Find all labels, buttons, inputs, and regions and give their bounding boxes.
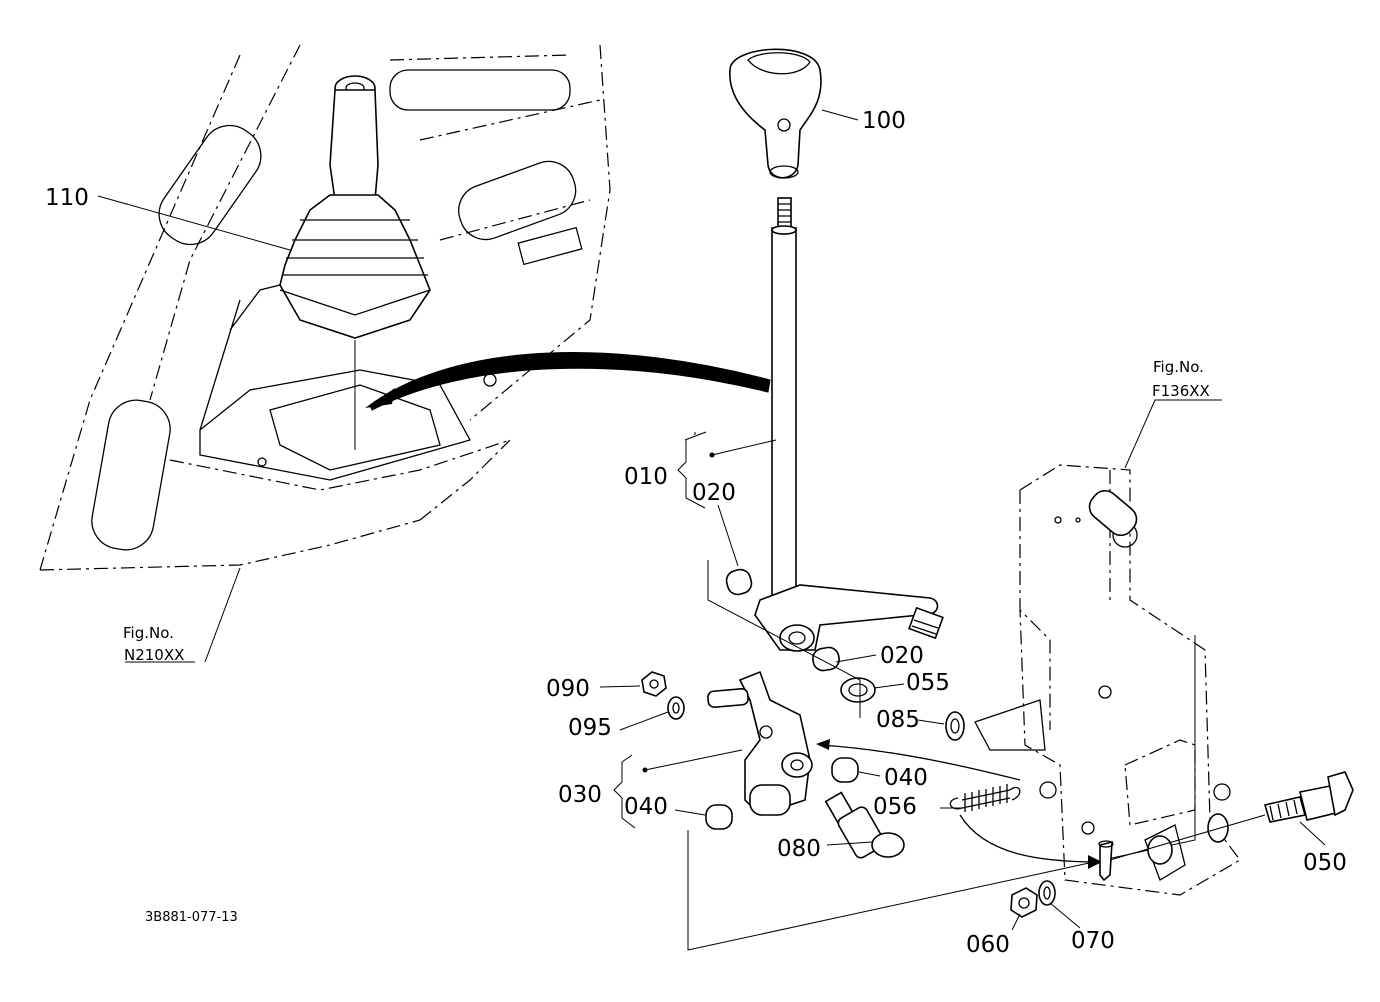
bushing-040-left — [705, 804, 733, 830]
fig-ref-label-n210: Fig.No. — [123, 624, 174, 642]
label-030: 030 — [558, 782, 602, 808]
fig-ref-value-f136: F136XX — [1152, 382, 1210, 400]
pin-080 — [824, 791, 905, 859]
bolt-050 — [1109, 771, 1354, 861]
leader-lines — [97, 109, 1326, 931]
label-095: 095 — [568, 715, 612, 741]
bushing-040-right — [831, 757, 859, 783]
label-020-upper: 020 — [692, 480, 736, 506]
washer-070 — [1038, 880, 1056, 906]
bushing-020-upper — [725, 568, 753, 596]
washer-055 — [840, 677, 876, 703]
bracket-frame — [974, 464, 1241, 896]
spring-056 — [949, 784, 1021, 812]
lever-boot-assembly — [279, 75, 431, 339]
label-060: 060 — [966, 932, 1010, 958]
label-110: 110 — [45, 185, 89, 211]
label-040-left: 040 — [624, 794, 668, 820]
label-050: 050 — [1303, 850, 1347, 876]
label-070: 070 — [1071, 928, 1115, 954]
lever-arm — [754, 584, 944, 652]
assembly-arrow — [369, 352, 771, 411]
label-040-right: 040 — [884, 765, 928, 791]
nut-060 — [1010, 887, 1038, 918]
fig-ref-value-n210: N210XX — [124, 646, 184, 664]
label-100: 100 — [862, 108, 906, 134]
label-090: 090 — [546, 676, 590, 702]
clip-085 — [945, 711, 965, 741]
label-080: 080 — [777, 836, 821, 862]
shift-knob — [729, 48, 822, 179]
label-085: 085 — [876, 707, 920, 733]
fig-ref-label-f136: Fig.No. — [1153, 358, 1204, 376]
bushing-020-lower — [812, 646, 840, 672]
shift-rod — [771, 197, 797, 619]
arrow-head — [365, 388, 395, 408]
washer-095 — [667, 696, 685, 720]
label-020-lower: 020 — [880, 643, 924, 669]
nut-090 — [641, 671, 667, 697]
label-056: 056 — [873, 794, 917, 820]
drawing-code: 3B881-077-13 — [145, 910, 238, 925]
label-010: 010 — [624, 464, 668, 490]
link-assembly-030 — [707, 670, 813, 816]
label-055: 055 — [906, 670, 950, 696]
